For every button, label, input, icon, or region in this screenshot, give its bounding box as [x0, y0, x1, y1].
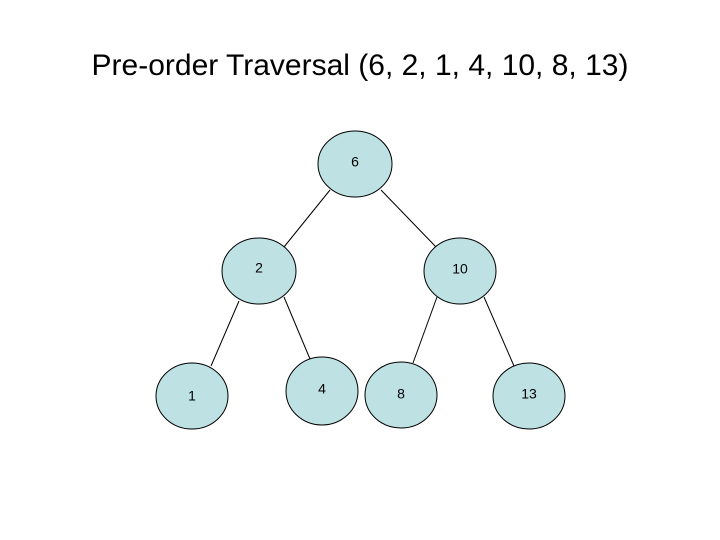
- tree-edge-10-8: [412, 296, 438, 364]
- node-shape-4: [285, 356, 359, 426]
- tree-nodes: 6 2 10 1 4 8 13: [155, 130, 566, 430]
- tree-edge-10-13: [483, 296, 515, 367]
- tree-node-6[interactable]: 6: [317, 130, 393, 198]
- tree-edge-6-2: [283, 189, 331, 248]
- node-shape-8: [364, 361, 438, 429]
- node-shape-2: [221, 237, 297, 305]
- tree-node-1[interactable]: 1: [155, 362, 229, 430]
- tree-node-13[interactable]: 13: [492, 362, 566, 430]
- node-shape-1: [155, 362, 229, 430]
- node-shape-6: [317, 130, 393, 198]
- tree-edge-6-10: [380, 189, 438, 249]
- tree-node-2[interactable]: 2: [221, 237, 297, 305]
- node-label-4: 4: [318, 381, 326, 397]
- tree-node-4[interactable]: 4: [285, 356, 359, 426]
- tree-edge-2-4: [283, 296, 311, 360]
- tree-node-8[interactable]: 8: [364, 361, 438, 429]
- tree-edges: [210, 189, 515, 367]
- node-label-6: 6: [351, 154, 359, 170]
- node-label-8: 8: [397, 386, 405, 402]
- node-label-10: 10: [452, 261, 468, 277]
- tree-node-10[interactable]: 10: [423, 237, 497, 305]
- node-shape-10: [423, 237, 497, 305]
- node-shape-13: [492, 362, 566, 430]
- page-title: Pre-order Traversal (6, 2, 1, 4, 10, 8, …: [91, 49, 629, 82]
- node-label-13: 13: [521, 386, 537, 402]
- node-label-1: 1: [188, 388, 196, 404]
- tree-edge-2-1: [210, 300, 240, 367]
- node-label-2: 2: [255, 260, 263, 276]
